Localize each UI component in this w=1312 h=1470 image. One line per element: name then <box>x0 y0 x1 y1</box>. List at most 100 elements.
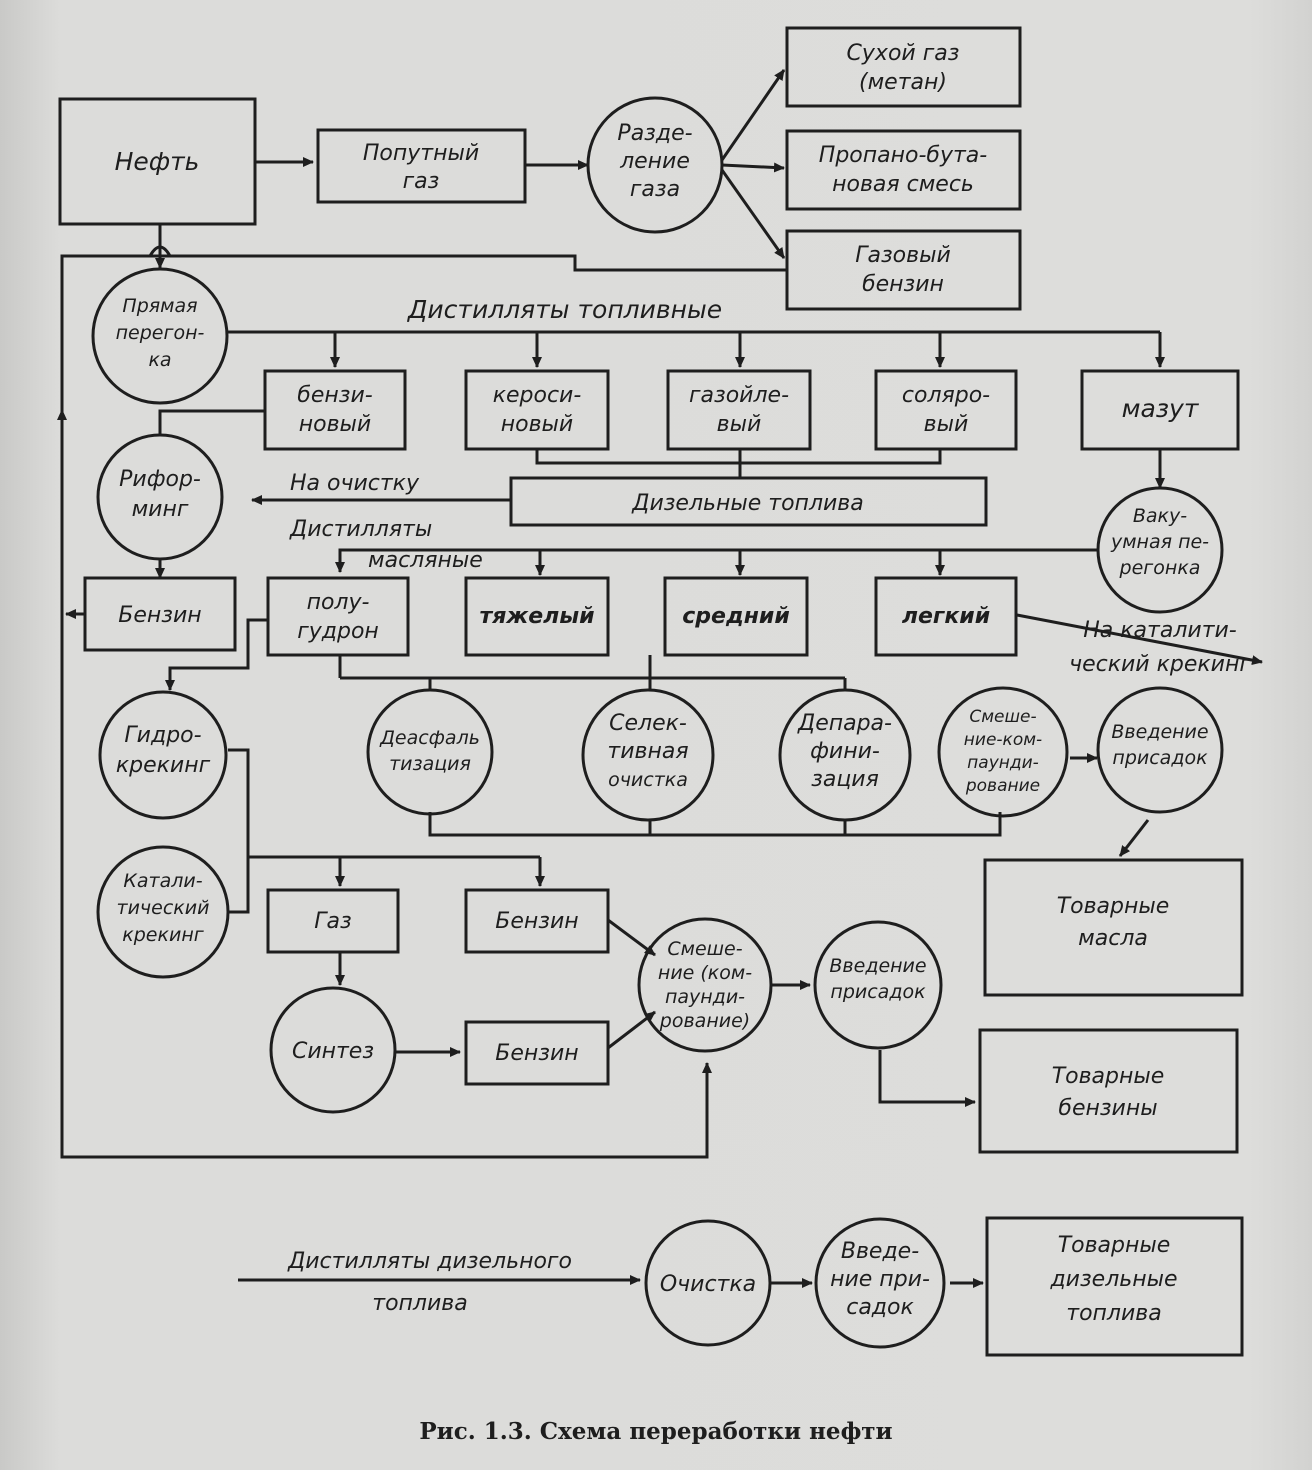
node-vvedenie-fuel: Введение присадок <box>813 920 943 1050</box>
node-ochistka: Очистка <box>644 1219 772 1347</box>
node-sintez-label: Синтез <box>292 1039 374 1064</box>
node-tovarnye-benziny-line2: бензины <box>1058 1096 1157 1121</box>
node-vvedenie-diesel-line1: Введе- <box>841 1239 919 1264</box>
node-tovarnye-benziny: Товарные бензины <box>978 1028 1239 1154</box>
arrow-to-gazovy-benzin <box>720 169 786 259</box>
process-diagram: Нефть Попутный газ Разде- ление газа Сух… <box>57 26 1263 1357</box>
node-gidrokreking-line2: крекинг <box>116 753 211 778</box>
node-deparaf-line3: зация <box>811 767 879 792</box>
node-pryamaya-line2: перегон- <box>116 322 205 344</box>
node-gaz-label: Газ <box>314 909 351 934</box>
figure-caption: Рис. 1.3. Схема переработки нефти <box>419 1418 893 1445</box>
node-dizelnye-topliva: Дизельные топлива <box>509 476 988 527</box>
node-propano-butan-line1: Пропано-бута- <box>819 143 987 168</box>
label-distillyaty-maslyanye-line2: масляные <box>368 548 483 573</box>
node-polugudron-line2: гудрон <box>297 619 379 644</box>
line-vvedenie-to-benziny <box>878 1050 976 1107</box>
arrow-to-propano-butan <box>721 162 785 173</box>
node-benzin-upper-label: Бензин <box>495 909 578 934</box>
node-mazut: мазут <box>1080 369 1240 451</box>
node-pryamaya-line1: Прямая <box>122 295 197 317</box>
node-sukhoy-gaz-line2: (метан) <box>859 70 947 95</box>
node-razdelenie-line2: ление <box>619 149 690 174</box>
node-katalit-line3: крекинг <box>122 924 204 946</box>
label-distillyaty-dizelnogo-line2: топлива <box>372 1291 467 1316</box>
node-vvedenie-fuel-line2: присадок <box>830 981 926 1003</box>
node-polugudron: полу- гудрон <box>266 576 410 657</box>
node-selektiv-line1: Селек- <box>609 711 687 736</box>
arrow-to-sukhoy-gaz <box>720 69 786 161</box>
node-kataliticheskiy: Катали- тический крекинг <box>96 845 230 979</box>
node-vvedenie-diesel: Введе- ние при- садок <box>814 1217 946 1349</box>
node-deparaf-line1: Депара- <box>797 711 892 736</box>
node-sukhoy-gaz-line1: Сухой газ <box>847 41 960 66</box>
arrow-legkiy-to-kreking <box>1016 613 1263 666</box>
node-tovarnye-masla-line1: Товарные <box>1057 894 1170 919</box>
node-sukhoy-gaz: Сухой газ (метан) <box>785 26 1022 108</box>
node-tovarnye-dizelnye-line3: топлива <box>1066 1301 1161 1326</box>
node-gazoylevy-line2: вый <box>717 412 762 437</box>
node-neft-label: Нефть <box>115 147 200 176</box>
node-vvedenie-oil-line1: Введение <box>1111 721 1208 743</box>
node-deasfaltizatsiya: Деасфаль тизация <box>366 688 494 816</box>
node-vvedenie-diesel-line2: ние при- <box>830 1267 930 1292</box>
node-gazovy-benzin: Газовый бензин <box>785 229 1022 311</box>
node-tovarnye-dizelnye-line2: дизельные <box>1049 1267 1177 1292</box>
node-razdelenie-line1: Разде- <box>617 121 692 146</box>
node-deparafinizatsiya: Депара- фини- зация <box>778 688 912 822</box>
node-deasfalt-line2: тизация <box>389 753 471 775</box>
node-benzinovy-line1: бензи- <box>297 383 372 408</box>
node-poputny-gaz-line2: газ <box>403 169 440 194</box>
node-selektiv-line3: очистка <box>608 769 688 791</box>
node-smeshenie-fuel-line1: Смеше- <box>667 938 742 960</box>
label-distillyaty-dizelnogo-line1: Дистилляты дизельного <box>287 1249 572 1274</box>
node-tyazhely-label: тяжелый <box>479 604 594 629</box>
node-gazovy-benzin-line2: бензин <box>862 272 944 297</box>
label-distillyaty-maslyanye-line1: Дистилляты <box>289 517 432 542</box>
node-razdelenie-line3: газа <box>630 177 680 202</box>
node-gazoylevy-line1: газойле- <box>689 383 789 408</box>
node-benzinovy-line2: новый <box>299 412 371 437</box>
node-kerosinovy-line1: кероси- <box>493 383 582 408</box>
node-tovarnye-masla-line2: масла <box>1078 926 1148 951</box>
node-benzin-lower-label: Бензин <box>495 1041 578 1066</box>
node-riforming-line1: Рифор- <box>119 467 201 492</box>
node-vvedenie-diesel-line3: садок <box>846 1295 914 1320</box>
node-solyarovy-line2: вый <box>924 412 969 437</box>
node-mazut-label: мазут <box>1122 394 1200 423</box>
label-na-kreking-line2: ческий крекинг <box>1069 652 1251 677</box>
node-selektiv-line2: тивная <box>607 739 688 764</box>
node-razdelenie-gaza: Разде- ление газа <box>586 96 724 234</box>
node-smeshenie-fuel-line4: рование) <box>659 1010 750 1032</box>
node-tovarnye-benziny-line1: Товарные <box>1052 1064 1165 1089</box>
node-deparaf-line2: фини- <box>810 739 880 764</box>
line-vakuum-to-oil-distillates <box>335 548 1098 573</box>
node-ochistka-label: Очистка <box>660 1272 756 1297</box>
node-legkiy-label: легкий <box>902 604 990 629</box>
node-solyarovy-line1: соляро- <box>902 383 990 408</box>
node-gidrokreking-line1: Гидро- <box>124 723 201 748</box>
node-gazovy-benzin-line1: Газовый <box>855 243 951 268</box>
node-vakuumnaya: Ваку- умная пе- регонка <box>1096 486 1224 614</box>
node-sredniy: средний <box>663 576 809 657</box>
node-smeshenie-fuel-line2: ние (ком- <box>658 962 752 984</box>
node-propano-butan: Пропано-бута- новая смесь <box>785 129 1022 211</box>
node-tovarnye-masla: Товарные масла <box>983 858 1244 997</box>
node-smeshenie-oil-line3: паунди- <box>967 753 1039 773</box>
node-tyazhely: тяжелый <box>464 576 610 657</box>
node-riforming-line2: минг <box>132 497 189 522</box>
line-gidro-out <box>228 748 250 914</box>
node-poputny-gaz-line1: Попутный <box>363 141 479 166</box>
node-vvedenie-fuel-line1: Введение <box>829 955 926 977</box>
line-oil-processing-out <box>428 812 1002 837</box>
node-katalit-line2: тический <box>117 897 210 919</box>
node-dizelnye-topliva-label: Дизельные топлива <box>631 491 864 516</box>
node-vakuumnaya-line3: регонка <box>1119 557 1201 579</box>
node-gaz: Газ <box>266 888 400 954</box>
node-poputny-gaz: Попутный газ <box>316 128 527 204</box>
node-benzin-lower: Бензин <box>464 1020 610 1086</box>
node-gidrokreking: Гидро- крекинг <box>98 690 228 820</box>
node-smeshenie-oil-line1: Смеше- <box>969 707 1036 727</box>
node-pryamaya-line3: ка <box>148 349 171 371</box>
line-benzinovy-to-riforming <box>158 409 265 435</box>
